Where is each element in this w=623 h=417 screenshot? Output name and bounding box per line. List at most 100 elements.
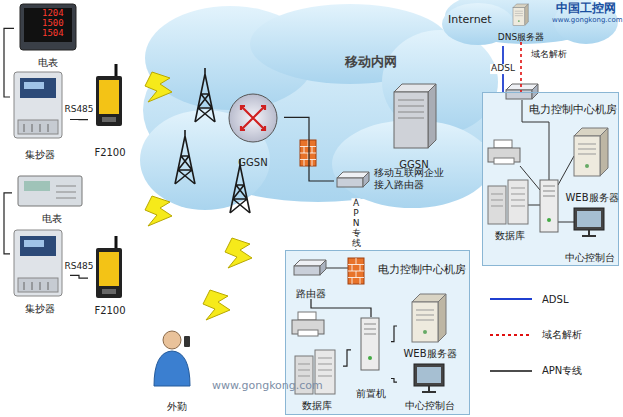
node-label: 移动内网: [345, 55, 397, 70]
meter-icon: [14, 72, 62, 138]
meter-display: [24, 181, 50, 191]
device-node: 集抄器: [10, 228, 70, 314]
device-node: 数据库: [291, 347, 343, 411]
edge-label: RS485: [63, 105, 94, 115]
ggsn-server: [428, 84, 436, 148]
device-node: 外勤: [146, 326, 208, 412]
device-node: 中心控制台: [562, 207, 618, 263]
modem-icon: [96, 64, 122, 126]
router-arrows: [241, 106, 265, 130]
server-icon: [574, 128, 608, 176]
network-region: 移动内网 GGSN GGSN: [138, 2, 498, 214]
device-node: F2100: [88, 62, 132, 158]
node-label: 前置机: [356, 388, 386, 400]
legend-row: ADSL: [488, 292, 568, 306]
connector: [4, 193, 12, 254]
server-detail: [398, 100, 424, 118]
meter-display: [24, 8, 72, 42]
server-icon: [412, 294, 446, 342]
person-body: [154, 351, 190, 386]
phone-icon: [184, 336, 190, 347]
dns-server-icon: [513, 4, 528, 26]
note-label: 域名解析: [531, 50, 567, 60]
meter-body: [18, 176, 82, 206]
connector: [70, 119, 88, 120]
modem-icon: [96, 236, 122, 298]
edge-label: ADSL: [490, 64, 516, 74]
device-node: GGSN: [222, 90, 284, 168]
legend-line: [490, 334, 532, 336]
printer-icon: [488, 140, 520, 164]
device-node: 数据库: [487, 177, 533, 241]
node-label: 电表: [42, 213, 62, 225]
edge-label: APN专线: [352, 198, 361, 249]
tower-pc-icon: [540, 180, 558, 232]
node-label: 中心控制台: [565, 252, 615, 264]
legend-text: APN专线: [542, 364, 582, 378]
device-node: 集抄器: [10, 70, 70, 160]
legend-sample: [488, 330, 534, 340]
monitor-icon: [414, 364, 444, 392]
firewall-icon: [300, 140, 316, 166]
node-label: 集抄器: [25, 303, 55, 315]
node-label: 路由器: [296, 288, 326, 300]
legend-text: ADSL: [542, 294, 568, 305]
antenna-tower: [195, 68, 215, 122]
watermark: www.gongkong.com: [212, 380, 323, 392]
meter-detail: [56, 186, 76, 198]
node-label: WEB服务器: [403, 348, 456, 360]
room-box: 电力控制中心机房 WEB服务器数据库中心控制台: [482, 92, 619, 266]
device-node: WEB服务器: [562, 127, 622, 203]
meter-digits: 1500: [42, 19, 64, 29]
connector: [391, 326, 397, 342]
legend-row: APN专线: [488, 364, 582, 378]
legend-text: 域名解析: [542, 328, 582, 342]
ggsn-server: [394, 92, 428, 148]
device-node: 电表: [12, 172, 92, 224]
room-fill: [482, 92, 619, 266]
legend-line: [490, 298, 532, 300]
router-icon: [337, 172, 369, 187]
device-node: F2100: [88, 232, 132, 316]
device-node: 前置机: [351, 317, 391, 399]
connector: [520, 42, 522, 92]
node-label: 移动互联网企业 接入路由器: [374, 167, 454, 190]
node-label: 数据库: [302, 400, 332, 412]
node-label: 外勤: [167, 401, 187, 413]
ggsn-router: [229, 94, 277, 142]
meter-digits: 1204: [42, 9, 64, 19]
person-head: [163, 331, 181, 349]
legend-sample: [488, 366, 534, 376]
edge-label: RS485: [63, 262, 94, 272]
watermark: 中国工控网: [556, 2, 616, 15]
node-label: WEB服务器: [565, 192, 618, 204]
room-title: 电力控制中心机房: [529, 103, 617, 115]
printer-icon: [292, 312, 324, 336]
tower-pc-icon: [361, 318, 379, 370]
node-label: 数据库: [495, 230, 525, 242]
meter-body: [20, 4, 76, 50]
router-icon: [294, 260, 326, 275]
device-node: 中心控制台: [397, 363, 463, 411]
watermark: www.gongkong.com: [552, 17, 623, 25]
node-label: 电表: [38, 57, 58, 69]
lan-wire: [326, 268, 348, 269]
connector: [70, 275, 88, 278]
wireless-bolt: [145, 72, 172, 102]
mobile-cloud: [140, 4, 498, 210]
wireless-bolt: [203, 290, 230, 320]
node-label: 集抄器: [25, 149, 55, 161]
database-icon: [488, 180, 528, 224]
room-title: 电力控制中心机房: [378, 263, 466, 275]
device-node: GGSN: [386, 78, 442, 170]
node-label: DNS服务器: [498, 32, 544, 42]
wireless-bolt: [145, 196, 172, 226]
wireless-bolt: [225, 238, 252, 268]
device-node: WEB服务器: [397, 293, 463, 359]
legend-sample: [488, 294, 534, 304]
device-node: DNS服务器: [494, 2, 548, 42]
network-region: 移动互联网企业 接入路由器: [334, 164, 458, 198]
node-label: F2100: [94, 305, 125, 317]
